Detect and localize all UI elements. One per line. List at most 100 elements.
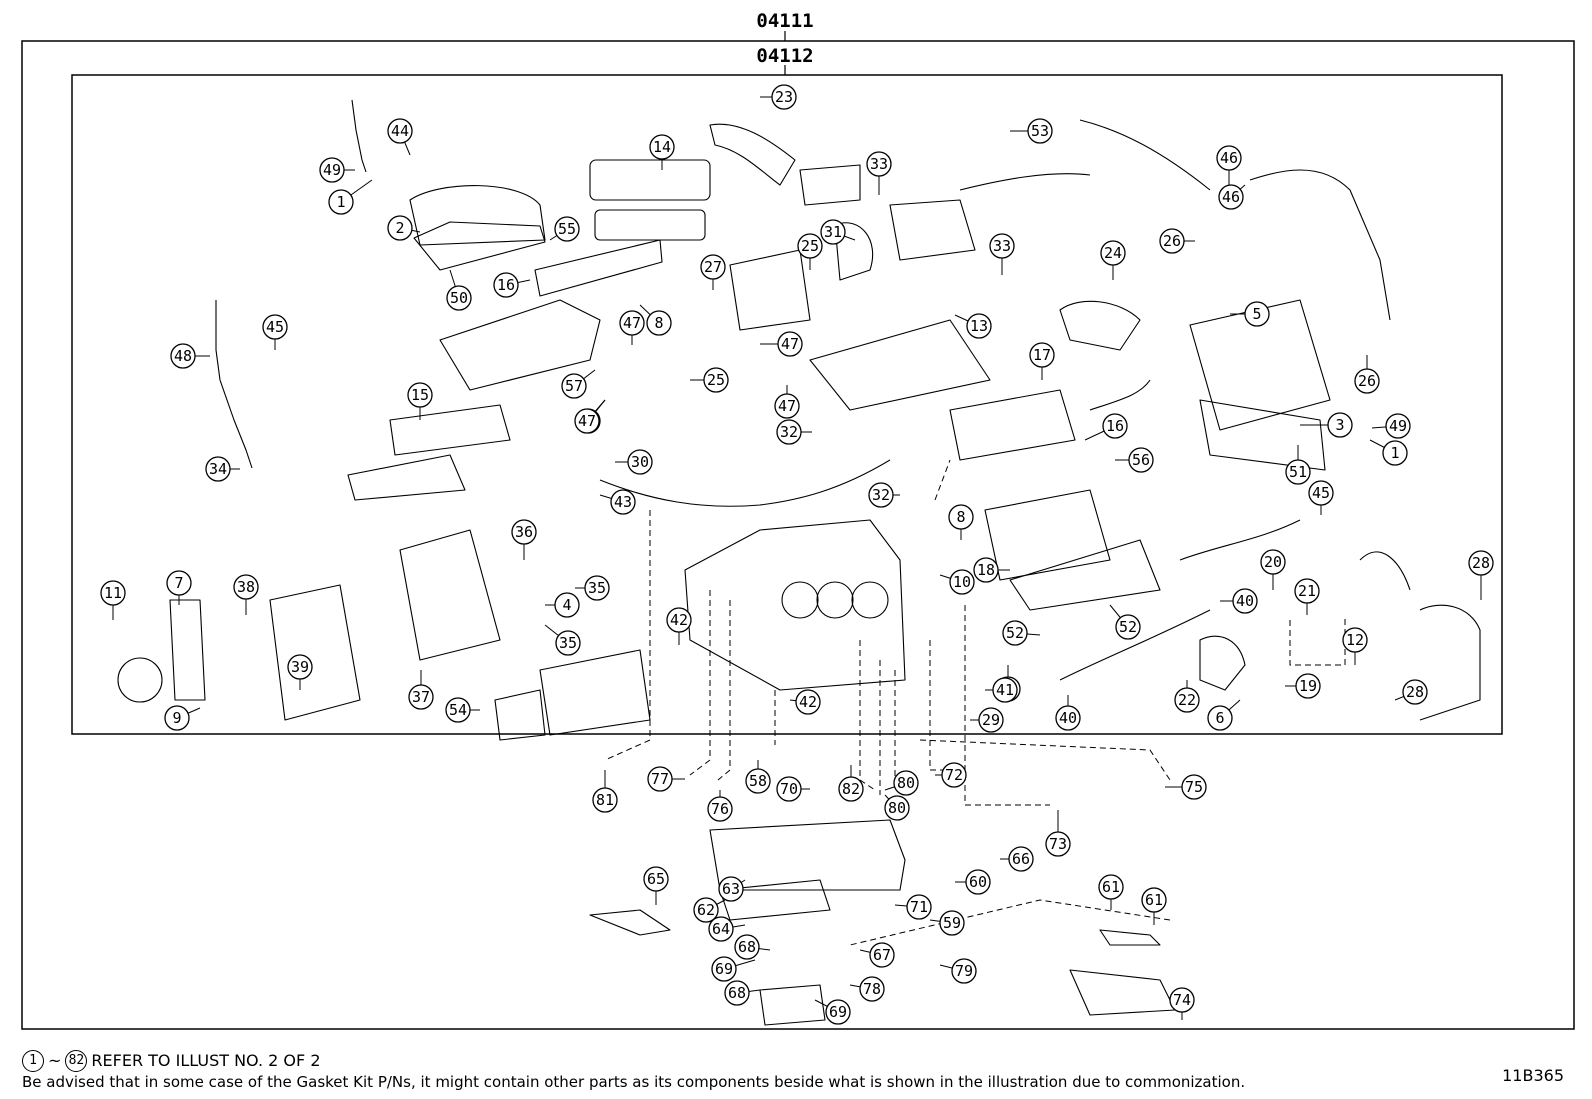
callout-72[interactable]: 72 bbox=[935, 762, 967, 788]
callout-58[interactable]: 58 bbox=[745, 760, 771, 794]
callout-32[interactable]: 32 bbox=[868, 482, 900, 508]
callout-17[interactable]: 17 bbox=[1029, 342, 1055, 380]
callout-65[interactable]: 65 bbox=[643, 866, 669, 905]
callout-11[interactable]: 11 bbox=[100, 580, 126, 620]
callout-44[interactable]: 44 bbox=[387, 118, 413, 156]
callout-19[interactable]: 19 bbox=[1285, 673, 1321, 699]
callout-77[interactable]: 77 bbox=[647, 766, 685, 792]
callout-30[interactable]: 30 bbox=[615, 449, 653, 475]
callout-12[interactable]: 12 bbox=[1342, 627, 1368, 665]
callout-2[interactable]: 2 bbox=[387, 215, 421, 241]
callout-46[interactable]: 46 bbox=[1218, 184, 1246, 210]
callout-23[interactable]: 23 bbox=[760, 84, 797, 110]
callout-24[interactable]: 24 bbox=[1100, 240, 1126, 280]
callout-60[interactable]: 60 bbox=[955, 869, 991, 895]
callout-13[interactable]: 13 bbox=[954, 313, 992, 339]
callout-63[interactable]: 63 bbox=[718, 876, 746, 902]
callout-69[interactable]: 69 bbox=[711, 956, 756, 982]
callout-28[interactable]: 28 bbox=[1468, 550, 1494, 600]
callout-10[interactable]: 10 bbox=[939, 569, 975, 595]
callout-61[interactable]: 61 bbox=[1098, 874, 1124, 910]
callout-54[interactable]: 54 bbox=[445, 697, 480, 723]
callout-47[interactable]: 47 bbox=[774, 385, 800, 419]
callout-43[interactable]: 43 bbox=[599, 489, 636, 515]
callout-1[interactable]: 1 bbox=[1369, 439, 1408, 466]
callout-61[interactable]: 61 bbox=[1141, 887, 1167, 925]
callout-51[interactable]: 51 bbox=[1285, 445, 1311, 485]
callout-40[interactable]: 40 bbox=[1055, 695, 1081, 731]
callout-26[interactable]: 26 bbox=[1354, 355, 1380, 394]
callout-16[interactable]: 16 bbox=[1084, 413, 1128, 441]
callout-9[interactable]: 9 bbox=[164, 705, 201, 731]
callout-41[interactable]: 41 bbox=[985, 677, 1018, 703]
callout-34[interactable]: 34 bbox=[205, 456, 240, 482]
callout-46[interactable]: 46 bbox=[1216, 145, 1242, 185]
callout-57[interactable]: 57 bbox=[561, 369, 596, 399]
callout-33[interactable]: 33 bbox=[989, 233, 1015, 275]
callout-71[interactable]: 71 bbox=[894, 894, 932, 920]
callout-25[interactable]: 25 bbox=[797, 233, 823, 270]
callout-67[interactable]: 67 bbox=[859, 942, 895, 968]
callout-55[interactable]: 55 bbox=[549, 216, 580, 242]
callout-22[interactable]: 22 bbox=[1174, 680, 1200, 713]
callout-66[interactable]: 66 bbox=[1000, 846, 1034, 872]
callout-32[interactable]: 32 bbox=[776, 419, 812, 445]
callout-68[interactable]: 68 bbox=[734, 934, 771, 960]
callout-15[interactable]: 15 bbox=[407, 382, 433, 420]
callout-47[interactable]: 47 bbox=[760, 331, 803, 357]
callout-40[interactable]: 40 bbox=[1220, 588, 1258, 614]
callout-59[interactable]: 59 bbox=[929, 910, 965, 936]
callout-62[interactable]: 62 bbox=[693, 897, 726, 923]
callout-45[interactable]: 45 bbox=[1308, 480, 1334, 515]
callout-68[interactable]: 68 bbox=[724, 980, 761, 1006]
callout-47[interactable]: 47 bbox=[619, 310, 645, 345]
callout-29[interactable]: 29 bbox=[970, 707, 1004, 733]
callout-49[interactable]: 49 bbox=[1371, 413, 1411, 439]
callout-64[interactable]: 64 bbox=[708, 916, 746, 942]
callout-45[interactable]: 45 bbox=[262, 314, 288, 350]
callout-82[interactable]: 82 bbox=[838, 765, 864, 802]
callout-42[interactable]: 42 bbox=[666, 607, 692, 645]
callout-38[interactable]: 38 bbox=[233, 574, 259, 615]
callout-4[interactable]: 4 bbox=[545, 592, 580, 618]
callout-16[interactable]: 16 bbox=[493, 272, 531, 298]
callout-79[interactable]: 79 bbox=[939, 958, 977, 984]
callout-52[interactable]: 52 bbox=[1109, 604, 1141, 640]
callout-25[interactable]: 25 bbox=[690, 367, 729, 393]
callout-39[interactable]: 39 bbox=[287, 654, 313, 690]
callout-78[interactable]: 78 bbox=[849, 976, 885, 1002]
callout-14[interactable]: 14 bbox=[649, 134, 675, 170]
callout-73[interactable]: 73 bbox=[1045, 810, 1071, 857]
callout-49[interactable]: 49 bbox=[319, 157, 355, 183]
callout-48[interactable]: 48 bbox=[170, 343, 210, 369]
callout-70[interactable]: 70 bbox=[776, 776, 810, 802]
callout-3[interactable]: 3 bbox=[1300, 412, 1353, 438]
callout-76[interactable]: 76 bbox=[707, 790, 733, 822]
callout-1[interactable]: 1 bbox=[328, 179, 373, 215]
callout-28[interactable]: 28 bbox=[1394, 679, 1428, 705]
callout-18[interactable]: 18 bbox=[973, 557, 1010, 583]
callout-50[interactable]: 50 bbox=[446, 269, 472, 311]
callout-20[interactable]: 20 bbox=[1260, 549, 1286, 590]
callout-27[interactable]: 27 bbox=[700, 254, 726, 290]
callout-81[interactable]: 81 bbox=[592, 770, 618, 813]
callout-8[interactable]: 8 bbox=[948, 504, 974, 540]
callout-8[interactable]: 8 bbox=[639, 304, 672, 336]
callout-52[interactable]: 52 bbox=[1002, 620, 1041, 646]
callout-5[interactable]: 5 bbox=[1230, 301, 1270, 327]
callout-35[interactable]: 35 bbox=[544, 624, 581, 656]
callout-42[interactable]: 42 bbox=[789, 689, 821, 715]
callout-6[interactable]: 6 bbox=[1207, 699, 1241, 731]
callout-7[interactable]: 7 bbox=[166, 570, 192, 605]
callout-36[interactable]: 36 bbox=[511, 519, 537, 560]
callout-37[interactable]: 37 bbox=[408, 670, 434, 710]
callout-31[interactable]: 31 bbox=[820, 219, 856, 245]
callout-35[interactable]: 35 bbox=[575, 575, 610, 601]
callout-80[interactable]: 80 bbox=[884, 794, 910, 821]
callout-80[interactable]: 80 bbox=[884, 770, 919, 796]
callout-21[interactable]: 21 bbox=[1294, 578, 1320, 615]
callout-47[interactable]: 47 bbox=[574, 399, 606, 434]
callout-74[interactable]: 74 bbox=[1169, 987, 1195, 1020]
callout-69[interactable]: 69 bbox=[814, 999, 851, 1025]
callout-33[interactable]: 33 bbox=[866, 151, 892, 195]
